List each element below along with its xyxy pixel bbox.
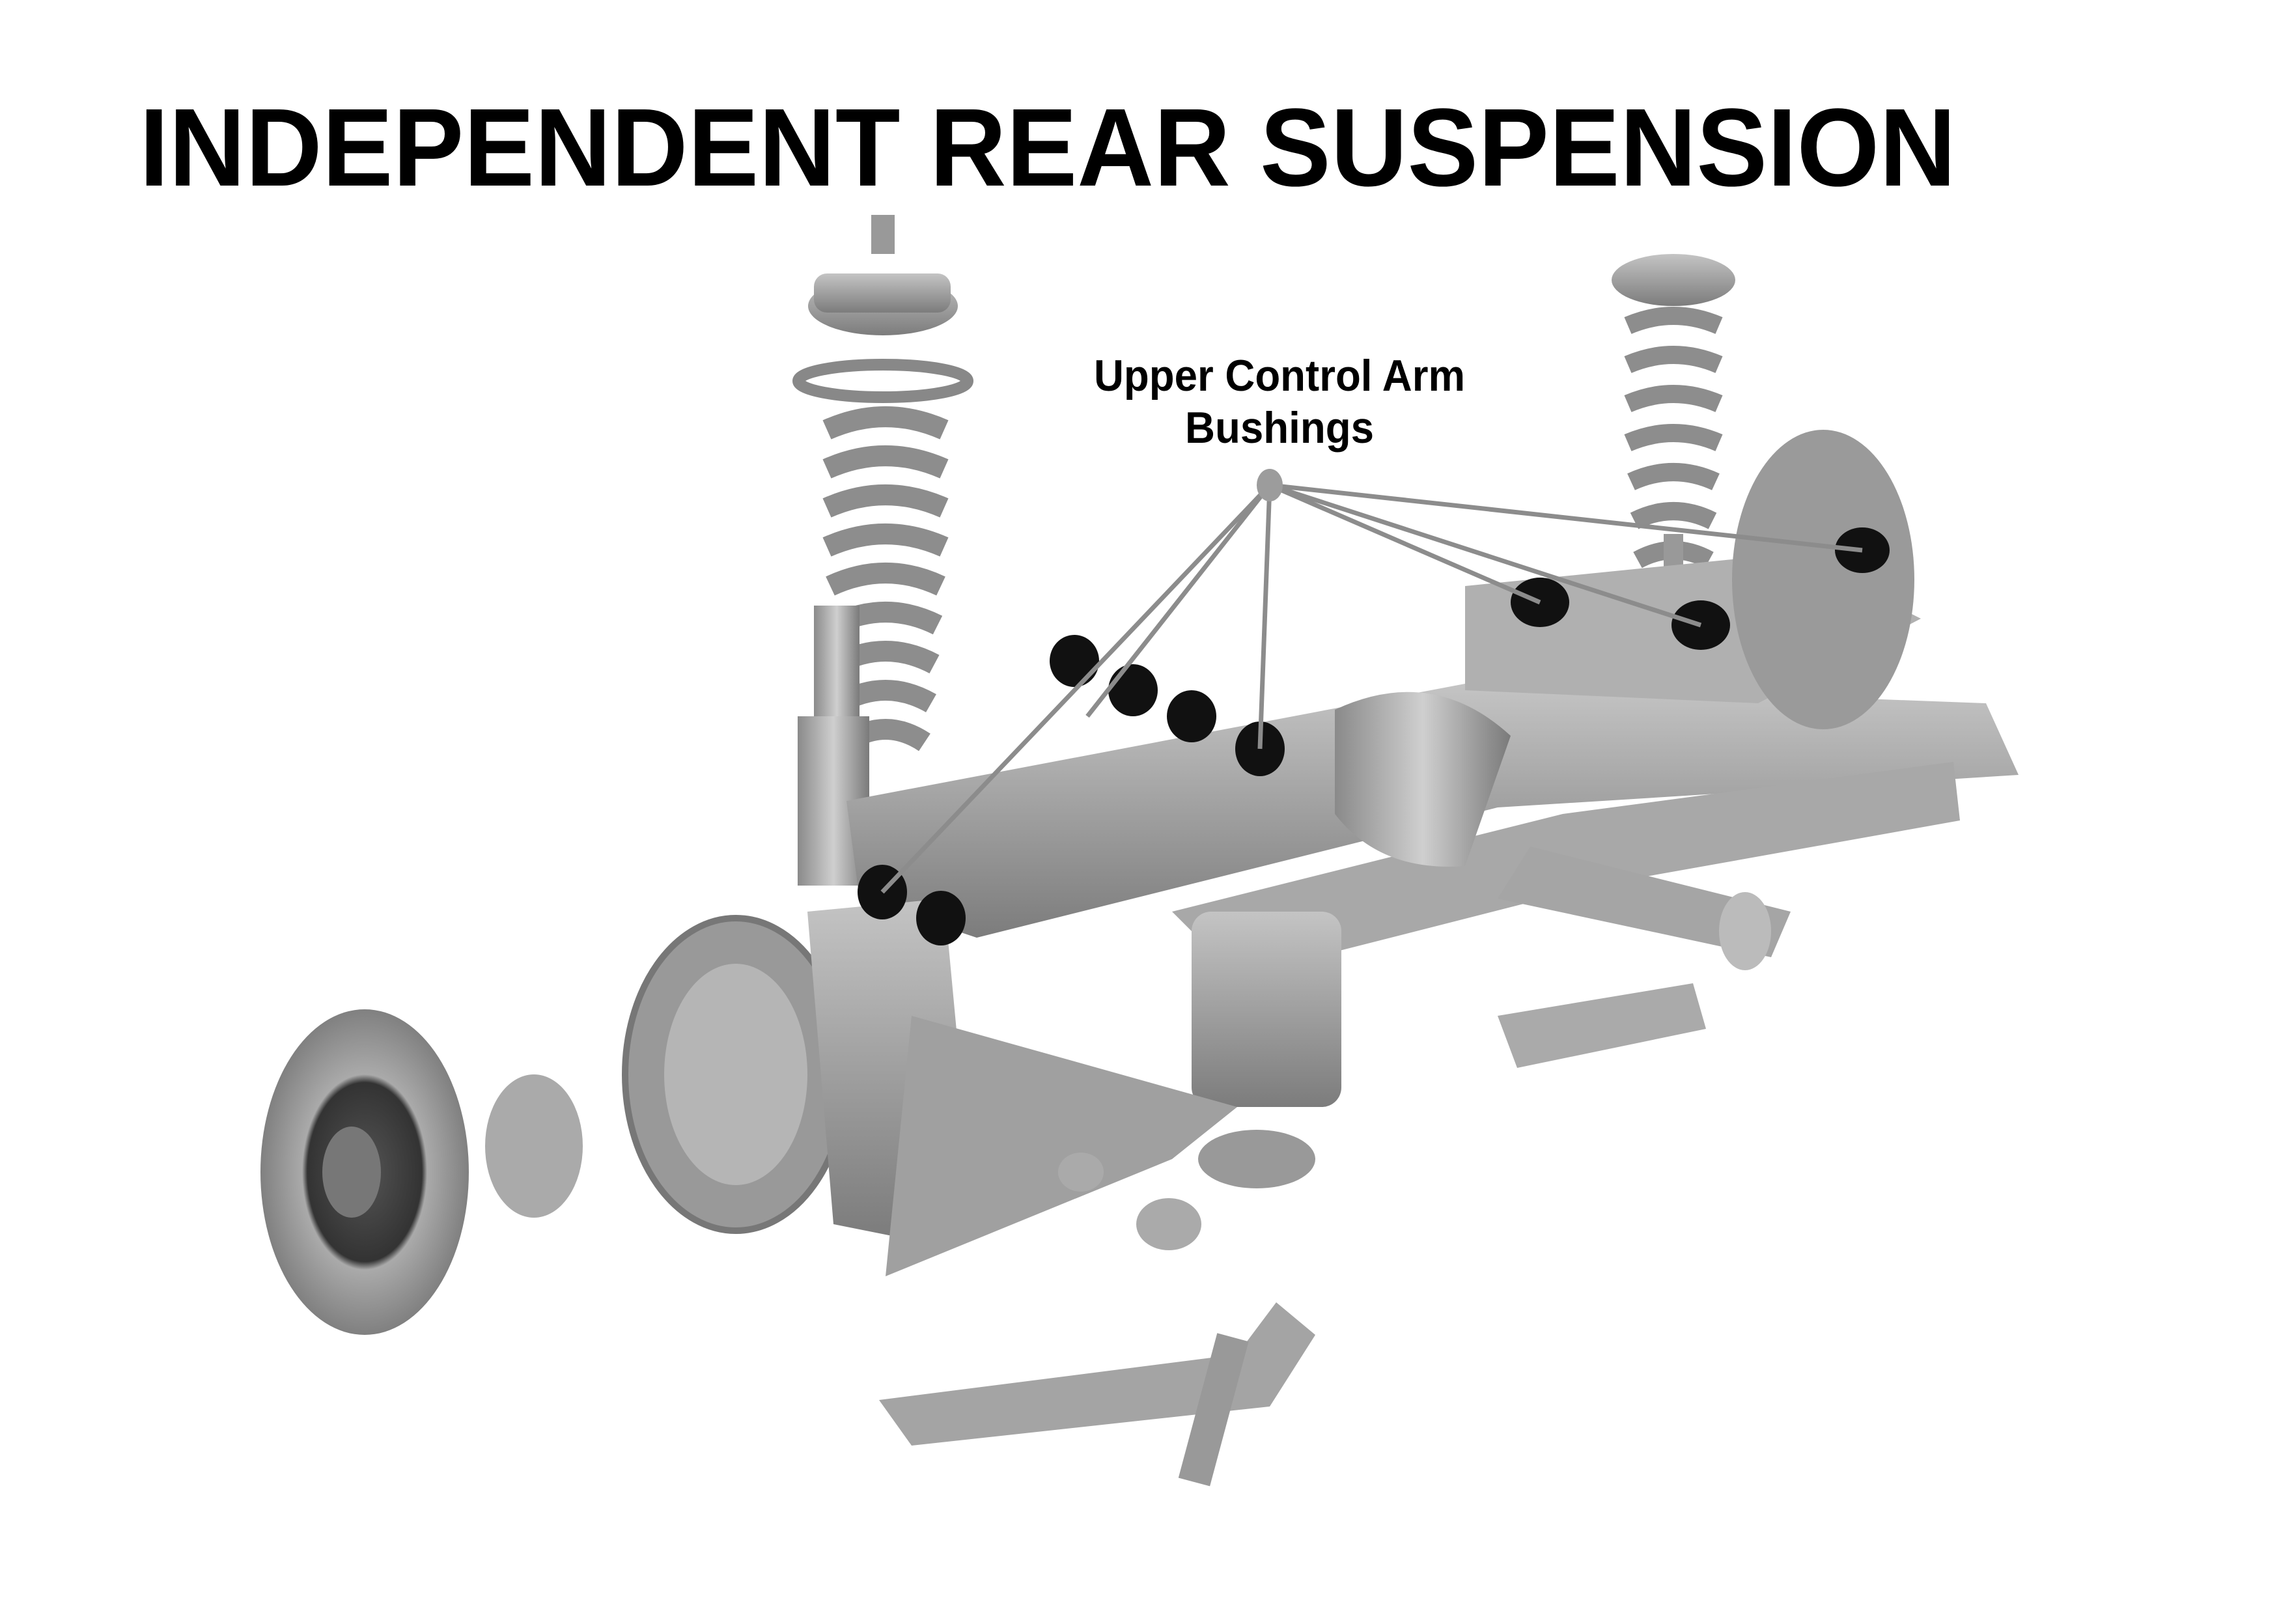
callout-dot: [1257, 469, 1283, 501]
bushing: [916, 891, 966, 945]
bushing: [1108, 664, 1158, 716]
page-title: INDEPENDENT REAR SUSPENSION: [139, 86, 1956, 210]
bushing: [1167, 690, 1216, 742]
left-hub-and-brake-assembly: [260, 899, 1237, 1335]
callout-leader-lines: [880, 483, 1863, 894]
callout-label-line2: Bushings: [1185, 403, 1374, 453]
lower-control-arm: [879, 1153, 1315, 1487]
right-hub-and-toe-link: [1498, 430, 1914, 1068]
callout-label-line1: Upper Control Arm: [1094, 351, 1465, 400]
bushing: [1050, 635, 1099, 687]
